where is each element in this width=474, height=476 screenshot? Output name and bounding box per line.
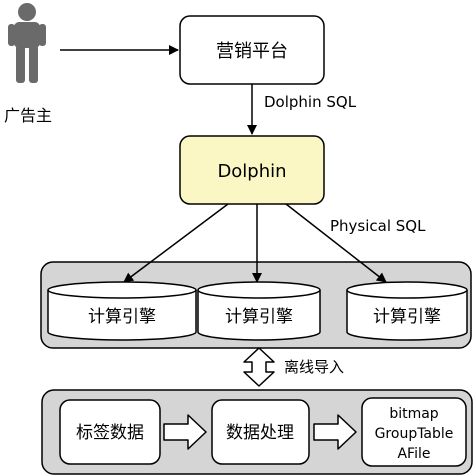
tag-data-box xyxy=(59,399,161,465)
dolphin-label: Dolphin xyxy=(217,161,286,182)
offline-import-double-arrow xyxy=(243,347,275,387)
dolphin-to-engine-1-arrow xyxy=(123,203,229,283)
output-formats-box xyxy=(361,397,467,467)
data-processing-box xyxy=(211,399,310,465)
output-grouptable-label: GroupTable xyxy=(375,426,454,442)
dolphin-box xyxy=(179,135,325,205)
dolphin-sql-label: Dolphin SQL xyxy=(264,93,357,111)
tag-data-label: 标签数据 xyxy=(76,423,144,443)
marketing-platform-label: 营销平台 xyxy=(216,41,288,62)
compute-engine-1: 计算引擎 xyxy=(47,281,197,341)
processing-to-output-arrow xyxy=(313,414,357,450)
offline-import-label: 离线导入 xyxy=(284,358,344,376)
compute-engine-3-label: 计算引擎 xyxy=(373,307,441,327)
advertiser-label: 广告主 xyxy=(4,106,52,125)
compute-engine-3: 计算引擎 xyxy=(346,281,468,341)
compute-engine-1-label: 计算引擎 xyxy=(88,307,156,327)
output-afile-label: AFile xyxy=(397,446,430,462)
compute-engine-2: 计算引擎 xyxy=(197,281,321,341)
dolphin-to-engine-3-arrow xyxy=(285,203,387,283)
output-bitmap-label: bitmap xyxy=(389,406,438,422)
tag-to-processing-arrow xyxy=(163,414,207,450)
advertiser-person-icon xyxy=(8,3,46,83)
physical-sql-label: Physical SQL xyxy=(330,217,426,235)
compute-engine-2-label: 计算引擎 xyxy=(225,307,293,327)
data-processing-label: 数据处理 xyxy=(226,423,294,443)
